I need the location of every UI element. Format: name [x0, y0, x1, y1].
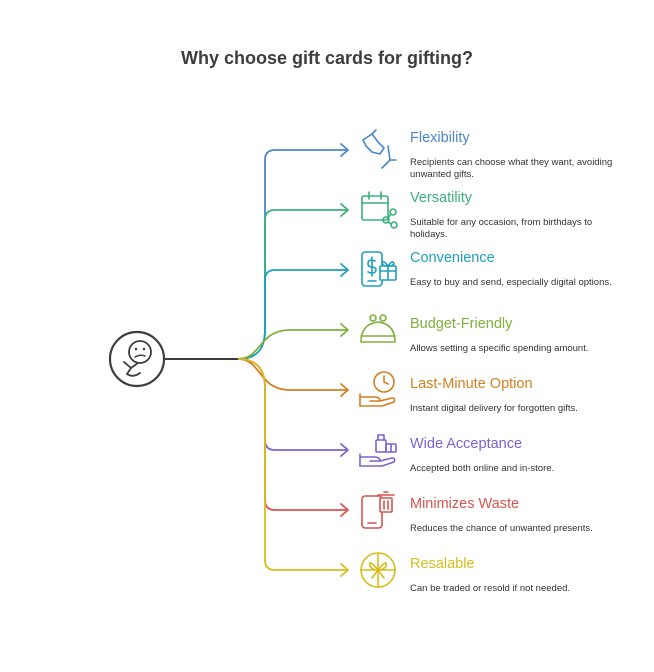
arrow-head	[340, 563, 349, 577]
branch-line	[237, 149, 348, 360]
arrow-head	[340, 503, 349, 517]
thinking-face-icon	[108, 330, 166, 388]
item-title: Convenience	[410, 250, 495, 266]
branch-line	[237, 358, 348, 451]
item-description: Reduces the chance of unwanted presents.	[410, 523, 593, 534]
item-description: Accepted both online and in-store.	[410, 463, 555, 474]
gift-circle-icon	[360, 552, 396, 588]
arrow-head	[340, 263, 349, 277]
arrow-head	[340, 383, 349, 397]
branch-line	[237, 358, 348, 511]
arrow-head	[340, 443, 349, 457]
branch-line	[237, 329, 348, 360]
arrow-head	[340, 323, 349, 337]
hand-shopping-icon	[359, 434, 397, 467]
item-description: Recipients can choose what they want, av…	[410, 157, 613, 180]
arrow-head	[340, 203, 349, 217]
item-title: Last-Minute Option	[410, 376, 533, 392]
item-description: Easy to buy and send, especially digital…	[410, 277, 612, 288]
item-title: Resalable	[410, 556, 475, 572]
item-title: Minimizes Waste	[410, 496, 520, 512]
item-description: Instant digital delivery for forgotten g…	[410, 403, 578, 414]
phone-trash-icon	[361, 491, 395, 529]
branch-line	[237, 209, 348, 360]
item-title: Budget-Friendly	[410, 316, 513, 332]
item-title: Wide Acceptance	[410, 436, 523, 452]
item-title: Versatility	[410, 190, 473, 206]
page-title: Why choose gift cards for gifting?	[181, 48, 473, 68]
item-description: Allows setting a specific spending amoun…	[410, 343, 589, 354]
hand-pointing-icon	[362, 129, 397, 169]
branch-line	[237, 358, 348, 571]
arrow-head	[340, 143, 349, 157]
item-description: Can be traded or resold if not needed.	[410, 583, 571, 594]
item-title: Flexibility	[410, 130, 470, 146]
phone-gift-icon	[361, 251, 397, 287]
branch-line	[237, 269, 348, 360]
coin-purse-icon	[360, 314, 396, 343]
clock-hand-icon	[359, 371, 396, 407]
calendar-share-icon	[361, 191, 398, 229]
item-description: Suitable for any occasion, from birthday…	[410, 217, 593, 240]
